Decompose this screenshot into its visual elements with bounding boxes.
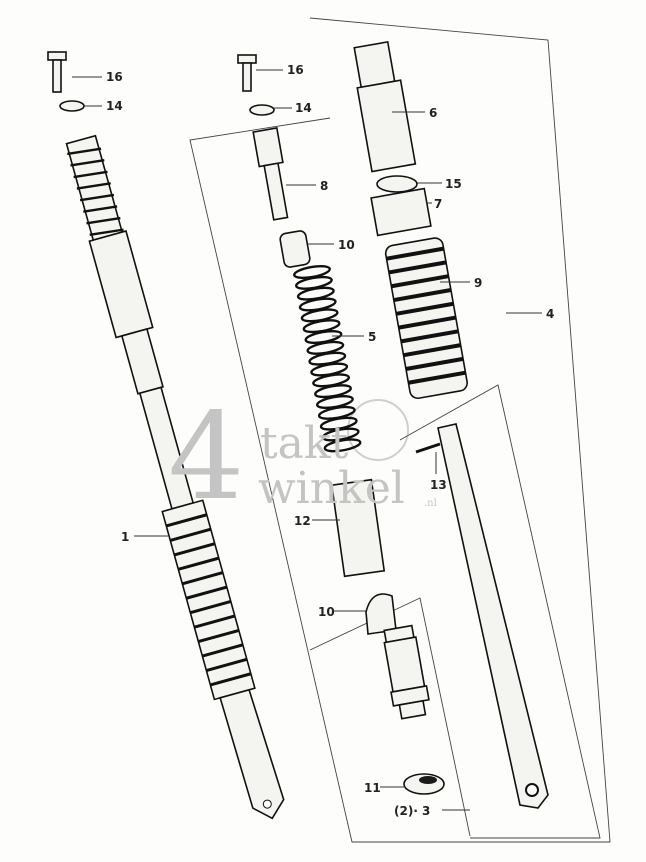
callout-boot: 9 <box>474 276 482 290</box>
rubber-boot <box>384 237 468 400</box>
callout-spring: 5 <box>368 330 376 344</box>
callout-upper-guide: 7 <box>434 197 442 211</box>
callout-left-bolt: 16 <box>106 70 123 84</box>
callout-left-washer: 14 <box>106 99 123 113</box>
piston <box>383 624 430 720</box>
upper-guide <box>370 187 432 237</box>
damper-rod <box>252 126 289 221</box>
callout-assembly: 4 <box>546 307 554 321</box>
assembly-frames <box>189 17 611 843</box>
callout-damper-rod: 8 <box>320 179 328 193</box>
watermark-numeral: 4 <box>168 388 244 527</box>
callout-lower-bush: 10 <box>318 605 335 619</box>
watermark-suffix: .nl <box>424 498 437 509</box>
fork-spring <box>293 264 362 453</box>
watermark-circle <box>347 399 409 461</box>
mid-bolt <box>237 54 257 92</box>
callout-sleeve: 12 <box>294 514 311 528</box>
watermark-line1: takt <box>260 418 349 469</box>
watermark-logo: 4 takt winkel .nl <box>168 388 437 527</box>
bottom-case <box>415 423 549 809</box>
left-washer <box>59 100 85 112</box>
nut <box>403 773 445 795</box>
callout-complete-fork: 1 <box>121 530 129 544</box>
callout-upper-cover: 6 <box>429 106 437 120</box>
left-bolt <box>47 51 67 93</box>
callouts: 16 14 16 14 6 8 15 7 10 9 4 5 13 12 1 10… <box>72 63 554 818</box>
upper-cover <box>353 40 417 173</box>
callout-bottom-case: (2)· 3 <box>394 804 430 818</box>
mid-washer <box>249 104 275 116</box>
lower-bush <box>365 593 397 635</box>
callout-nut: 11 <box>364 781 381 795</box>
callout-upper-bush: 10 <box>338 238 355 252</box>
left-fork-assembly <box>65 134 285 820</box>
sleeve <box>330 478 386 578</box>
callout-mid-bolt: 16 <box>287 63 304 77</box>
upper-bush <box>279 230 311 268</box>
callout-spring-seat: 15 <box>445 177 462 191</box>
callout-pin: 13 <box>430 478 447 492</box>
callout-mid-washer: 14 <box>295 101 312 115</box>
watermark-line2: winkel <box>258 463 405 514</box>
spring-seat <box>376 175 418 193</box>
